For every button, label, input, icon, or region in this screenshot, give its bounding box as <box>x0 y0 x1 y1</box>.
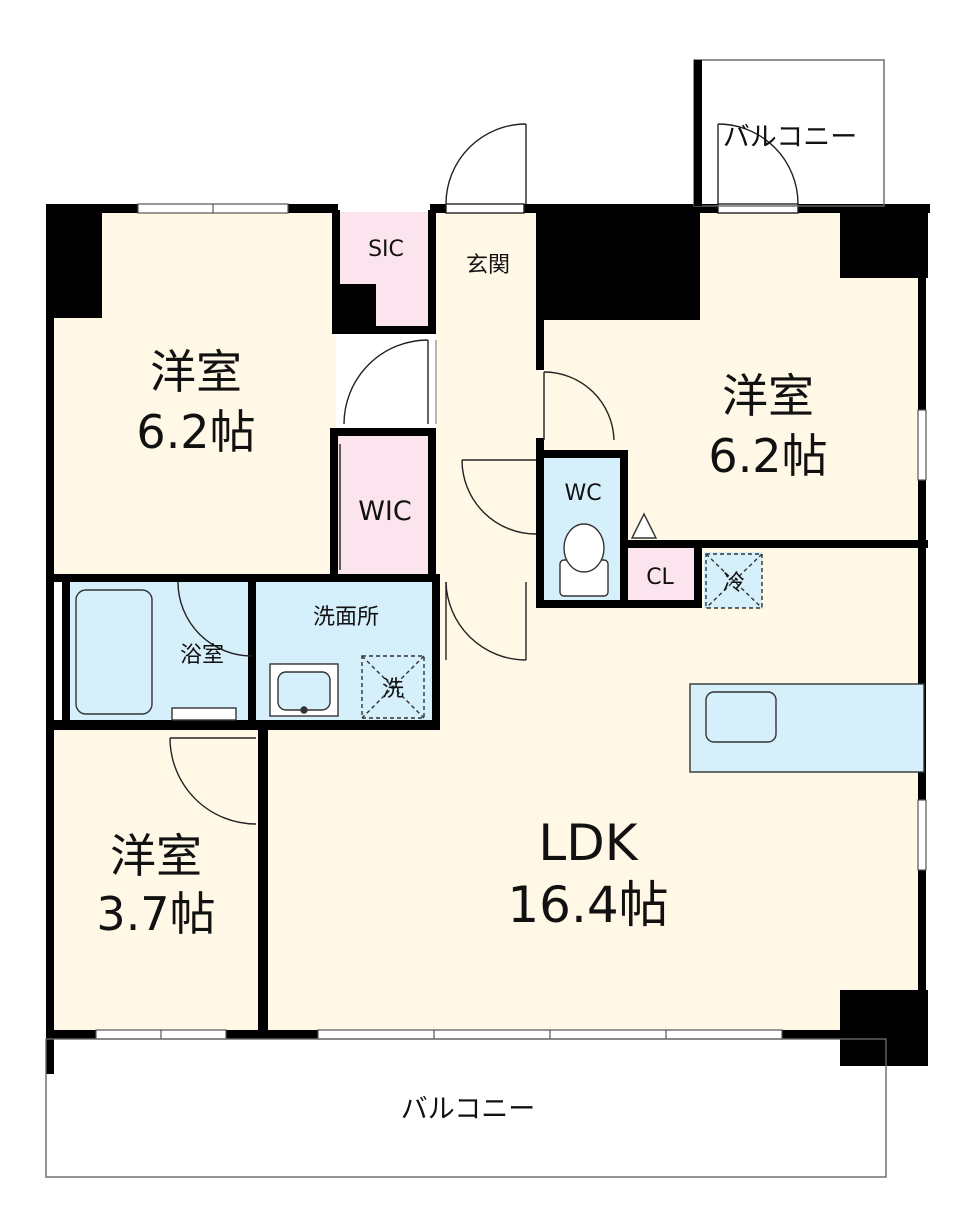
label-bedroom-ne-name: 洋室 <box>722 369 814 423</box>
label-ldk-size: 16.4帖 <box>507 876 668 934</box>
toilet-bowl <box>563 523 605 573</box>
column-nw <box>46 204 102 318</box>
kitchen-sink <box>705 691 777 743</box>
doors <box>169 123 799 825</box>
floors <box>52 210 924 1036</box>
windows <box>95 203 927 1040</box>
pipe-shaft <box>630 512 658 539</box>
bath-step <box>171 707 237 721</box>
column-ne <box>840 204 928 278</box>
label-bedroom-sw-name: 洋室 <box>110 829 202 883</box>
label-bedroom-nw-size: 6.2帖 <box>136 405 255 459</box>
label-bath: 浴室 <box>180 643 224 668</box>
label-wic: WIC <box>358 496 412 527</box>
label-sic: SIC <box>368 237 404 262</box>
label-bedroom-ne-size: 6.2帖 <box>708 429 827 483</box>
balcony-south <box>45 1038 887 1178</box>
labels: 洋室 6.2帖 洋室 6.2帖 洋室 3.7帖 LDK 16.4帖 SIC 玄関… <box>96 122 857 1125</box>
column-se <box>840 990 928 1066</box>
floor-wic <box>336 434 434 576</box>
floor-cl <box>626 546 698 602</box>
bathtub <box>75 589 153 715</box>
floor-hall <box>436 210 540 580</box>
label-balcony-north: バルコニー <box>723 122 857 153</box>
fixtures <box>75 512 925 773</box>
label-balcony-south: バルコニー <box>401 1094 535 1125</box>
label-wc: WC <box>564 481 601 506</box>
window-e-upper <box>917 409 927 481</box>
label-bedroom-nw-name: 洋室 <box>150 345 242 399</box>
balconies <box>45 59 887 1178</box>
window-e-lower <box>917 799 927 871</box>
column-n-center <box>540 204 700 320</box>
floor-bedroom-sw <box>52 726 264 1036</box>
label-ldk-name: LDK <box>538 814 638 872</box>
label-washroom: 洗面所 <box>313 605 379 630</box>
sink-basin <box>277 671 331 711</box>
label-washer: 洗 <box>382 677 404 702</box>
label-fridge: 冷 <box>723 571 745 596</box>
label-entrance: 玄関 <box>466 253 510 278</box>
label-cl: CL <box>646 565 674 590</box>
label-bedroom-sw-size: 3.7帖 <box>96 887 215 941</box>
